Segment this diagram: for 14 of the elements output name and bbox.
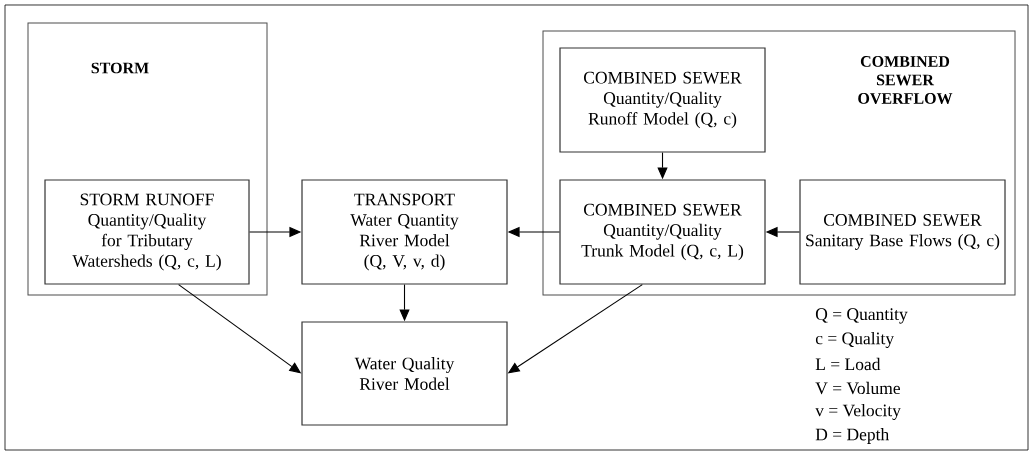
group-title: COMBINED SEWER OVERFLOW	[858, 56, 953, 104]
process-box: STORM RUNOFF Quantity/Quality for Tributary Watersheds (Q, c, L)	[44, 179, 250, 285]
process-box: COMBINED SEWER Quantity/Quality Trunk Model (Q, c, L)	[559, 179, 766, 285]
legend-entry: c = Quality	[815, 332, 895, 348]
process-box: COMBINED SEWER Quantity/Quality Runoff Model (Q, c)	[559, 47, 766, 153]
group-title: STORM	[91, 62, 149, 74]
process-box: COMBINED SEWER Sanitary Base Flows (Q, c)	[799, 179, 1006, 285]
legend-entry: D = Depth	[815, 428, 889, 444]
legend-entry: L = Load	[815, 357, 881, 371]
process-box: Water Quality River Model	[301, 321, 508, 426]
legend-entry: Q = Quantity	[815, 308, 908, 324]
legend-entry: v = Velocity	[815, 404, 901, 420]
legend-entry: V = Volume	[815, 381, 900, 395]
process-box: TRANSPORT Water Quantity River Model (Q, V, v, d)	[301, 179, 508, 285]
